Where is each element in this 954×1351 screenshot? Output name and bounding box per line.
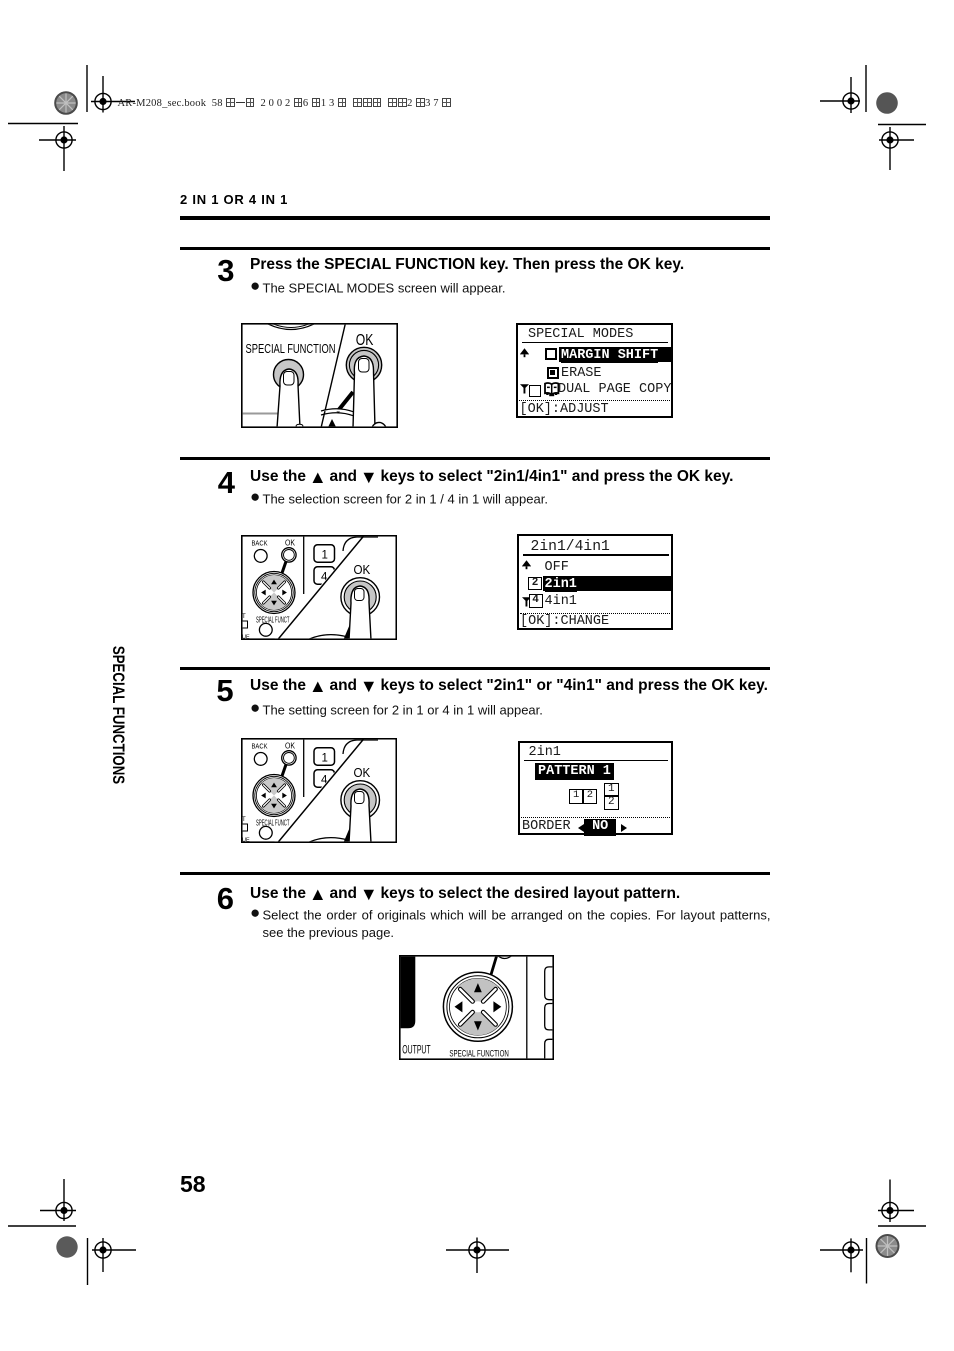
svg-text:OUTPUT: OUTPUT (402, 1043, 431, 1057)
svg-text:4: 4 (321, 571, 328, 583)
svg-text:SPECIAL FUNCT: SPECIAL FUNCT (256, 615, 290, 624)
svg-text:OK: OK (353, 562, 370, 577)
svg-text:UE: UE (242, 634, 250, 640)
svg-text:OK: OK (355, 331, 373, 348)
svg-text:1: 1 (321, 549, 327, 561)
svg-text:BACK: BACK (251, 538, 267, 547)
svg-text:OK: OK (285, 538, 296, 547)
svg-text:T: T (242, 614, 246, 620)
svg-text:SPECIAL FUNCTION: SPECIAL FUNCTION (449, 1048, 509, 1059)
svg-text:SPECIAL FUNCTION: SPECIAL FUNCTION (245, 340, 335, 355)
